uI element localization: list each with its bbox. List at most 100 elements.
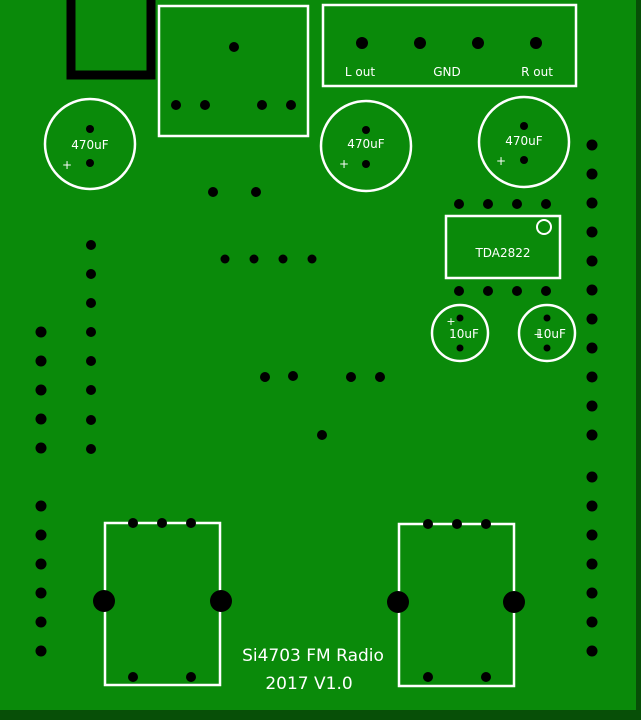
ic-pin1-marker xyxy=(536,219,552,235)
header-pad xyxy=(86,327,96,337)
header-pad xyxy=(586,284,598,296)
ic-pad xyxy=(541,199,551,209)
switch-pad xyxy=(423,672,433,682)
header-pad xyxy=(86,385,96,395)
switch-pad xyxy=(186,518,196,528)
switch-pad xyxy=(128,672,138,682)
header-pad xyxy=(35,355,47,367)
header-pad xyxy=(35,384,47,396)
via xyxy=(288,371,298,381)
header-pad xyxy=(35,326,47,338)
ic-pad xyxy=(454,286,464,296)
header-pad xyxy=(586,471,598,483)
connector-pad xyxy=(530,37,542,49)
capacitor-pad xyxy=(520,122,528,130)
board-edge-bottom xyxy=(0,710,641,720)
capacitor-outline xyxy=(319,99,413,193)
header-pad xyxy=(35,645,47,657)
switch-right xyxy=(387,519,525,688)
connector-pad xyxy=(356,37,368,49)
capacitor-label: 10uF xyxy=(449,327,479,341)
capacitor-pad xyxy=(456,344,464,352)
via xyxy=(220,254,230,264)
switch-left xyxy=(93,518,232,687)
capacitor-pad xyxy=(456,314,464,322)
header-pad xyxy=(86,240,96,250)
ic-pad xyxy=(483,286,493,296)
audio-jack-pads xyxy=(171,42,296,110)
capacitor-10uf-right: 10uF + xyxy=(517,303,577,363)
header-pad xyxy=(586,429,598,441)
capacitor-label: 470uF xyxy=(505,134,543,148)
header-pad xyxy=(35,558,47,570)
header-pad xyxy=(586,587,598,599)
header-left-outer xyxy=(35,326,47,657)
output-connector-outline xyxy=(321,3,578,88)
ic-pad xyxy=(454,199,464,209)
ic-label: TDA2822 xyxy=(474,246,530,260)
capacitor-outline xyxy=(430,303,490,363)
via xyxy=(260,372,270,382)
ic-tda2822: TDA2822 xyxy=(444,199,562,296)
via xyxy=(251,187,261,197)
header-pad xyxy=(35,413,47,425)
via xyxy=(375,372,385,382)
connector-pad xyxy=(414,37,426,49)
header-pad xyxy=(86,356,96,366)
capacitor-pad xyxy=(543,314,551,322)
ic-pad xyxy=(483,199,493,209)
label-r-out: R out xyxy=(521,65,553,79)
jack-pad xyxy=(257,100,267,110)
via xyxy=(208,187,218,197)
jack-pad xyxy=(286,100,296,110)
capacitor-outline xyxy=(43,97,137,191)
polarity-mark: + xyxy=(62,158,72,172)
via xyxy=(317,430,327,440)
header-pad xyxy=(586,139,598,151)
antenna-trace xyxy=(66,0,156,80)
switch-mount-hole xyxy=(210,590,232,612)
capacitor-pad xyxy=(543,344,551,352)
jack-pad xyxy=(171,100,181,110)
header-pad xyxy=(586,371,598,383)
capacitor-470uf-middle: 470uF + xyxy=(319,99,413,193)
header-pad xyxy=(35,500,47,512)
header-pad xyxy=(586,400,598,412)
capacitor-pad xyxy=(362,126,370,134)
capacitor-label: 10uF xyxy=(536,327,566,341)
switch-pad xyxy=(481,519,491,529)
header-pad xyxy=(35,442,47,454)
capacitor-outline xyxy=(517,303,577,363)
via xyxy=(249,254,259,264)
ic-pad xyxy=(512,286,522,296)
board-edge-right xyxy=(636,0,641,720)
switch-pad xyxy=(128,518,138,528)
capacitor-pad xyxy=(86,125,94,133)
capacitor-pad xyxy=(86,159,94,167)
ic-pad xyxy=(541,286,551,296)
capacitor-pad xyxy=(362,160,370,168)
capacitor-pad xyxy=(520,156,528,164)
capacitor-470uf-left: 470uF + xyxy=(43,97,137,191)
ic-pad xyxy=(512,199,522,209)
vias xyxy=(208,187,385,440)
via xyxy=(278,254,288,264)
header-pad xyxy=(35,529,47,541)
header-pad xyxy=(586,255,598,267)
switch-pad xyxy=(452,519,462,529)
header-pad xyxy=(586,342,598,354)
board-title: Si4703 FM Radio xyxy=(242,646,384,666)
via xyxy=(307,254,317,264)
header-pad xyxy=(35,616,47,628)
capacitor-10uf-left: 10uF + xyxy=(430,303,490,363)
polarity-mark: + xyxy=(533,328,542,341)
jack-pad xyxy=(229,42,239,52)
header-pad xyxy=(86,415,96,425)
header-left-inner xyxy=(86,240,96,454)
polarity-mark: + xyxy=(496,154,506,168)
switch-pad xyxy=(423,519,433,529)
via xyxy=(346,372,356,382)
header-pad xyxy=(586,226,598,238)
switch-mount-hole xyxy=(387,591,409,613)
header-pad xyxy=(86,298,96,308)
